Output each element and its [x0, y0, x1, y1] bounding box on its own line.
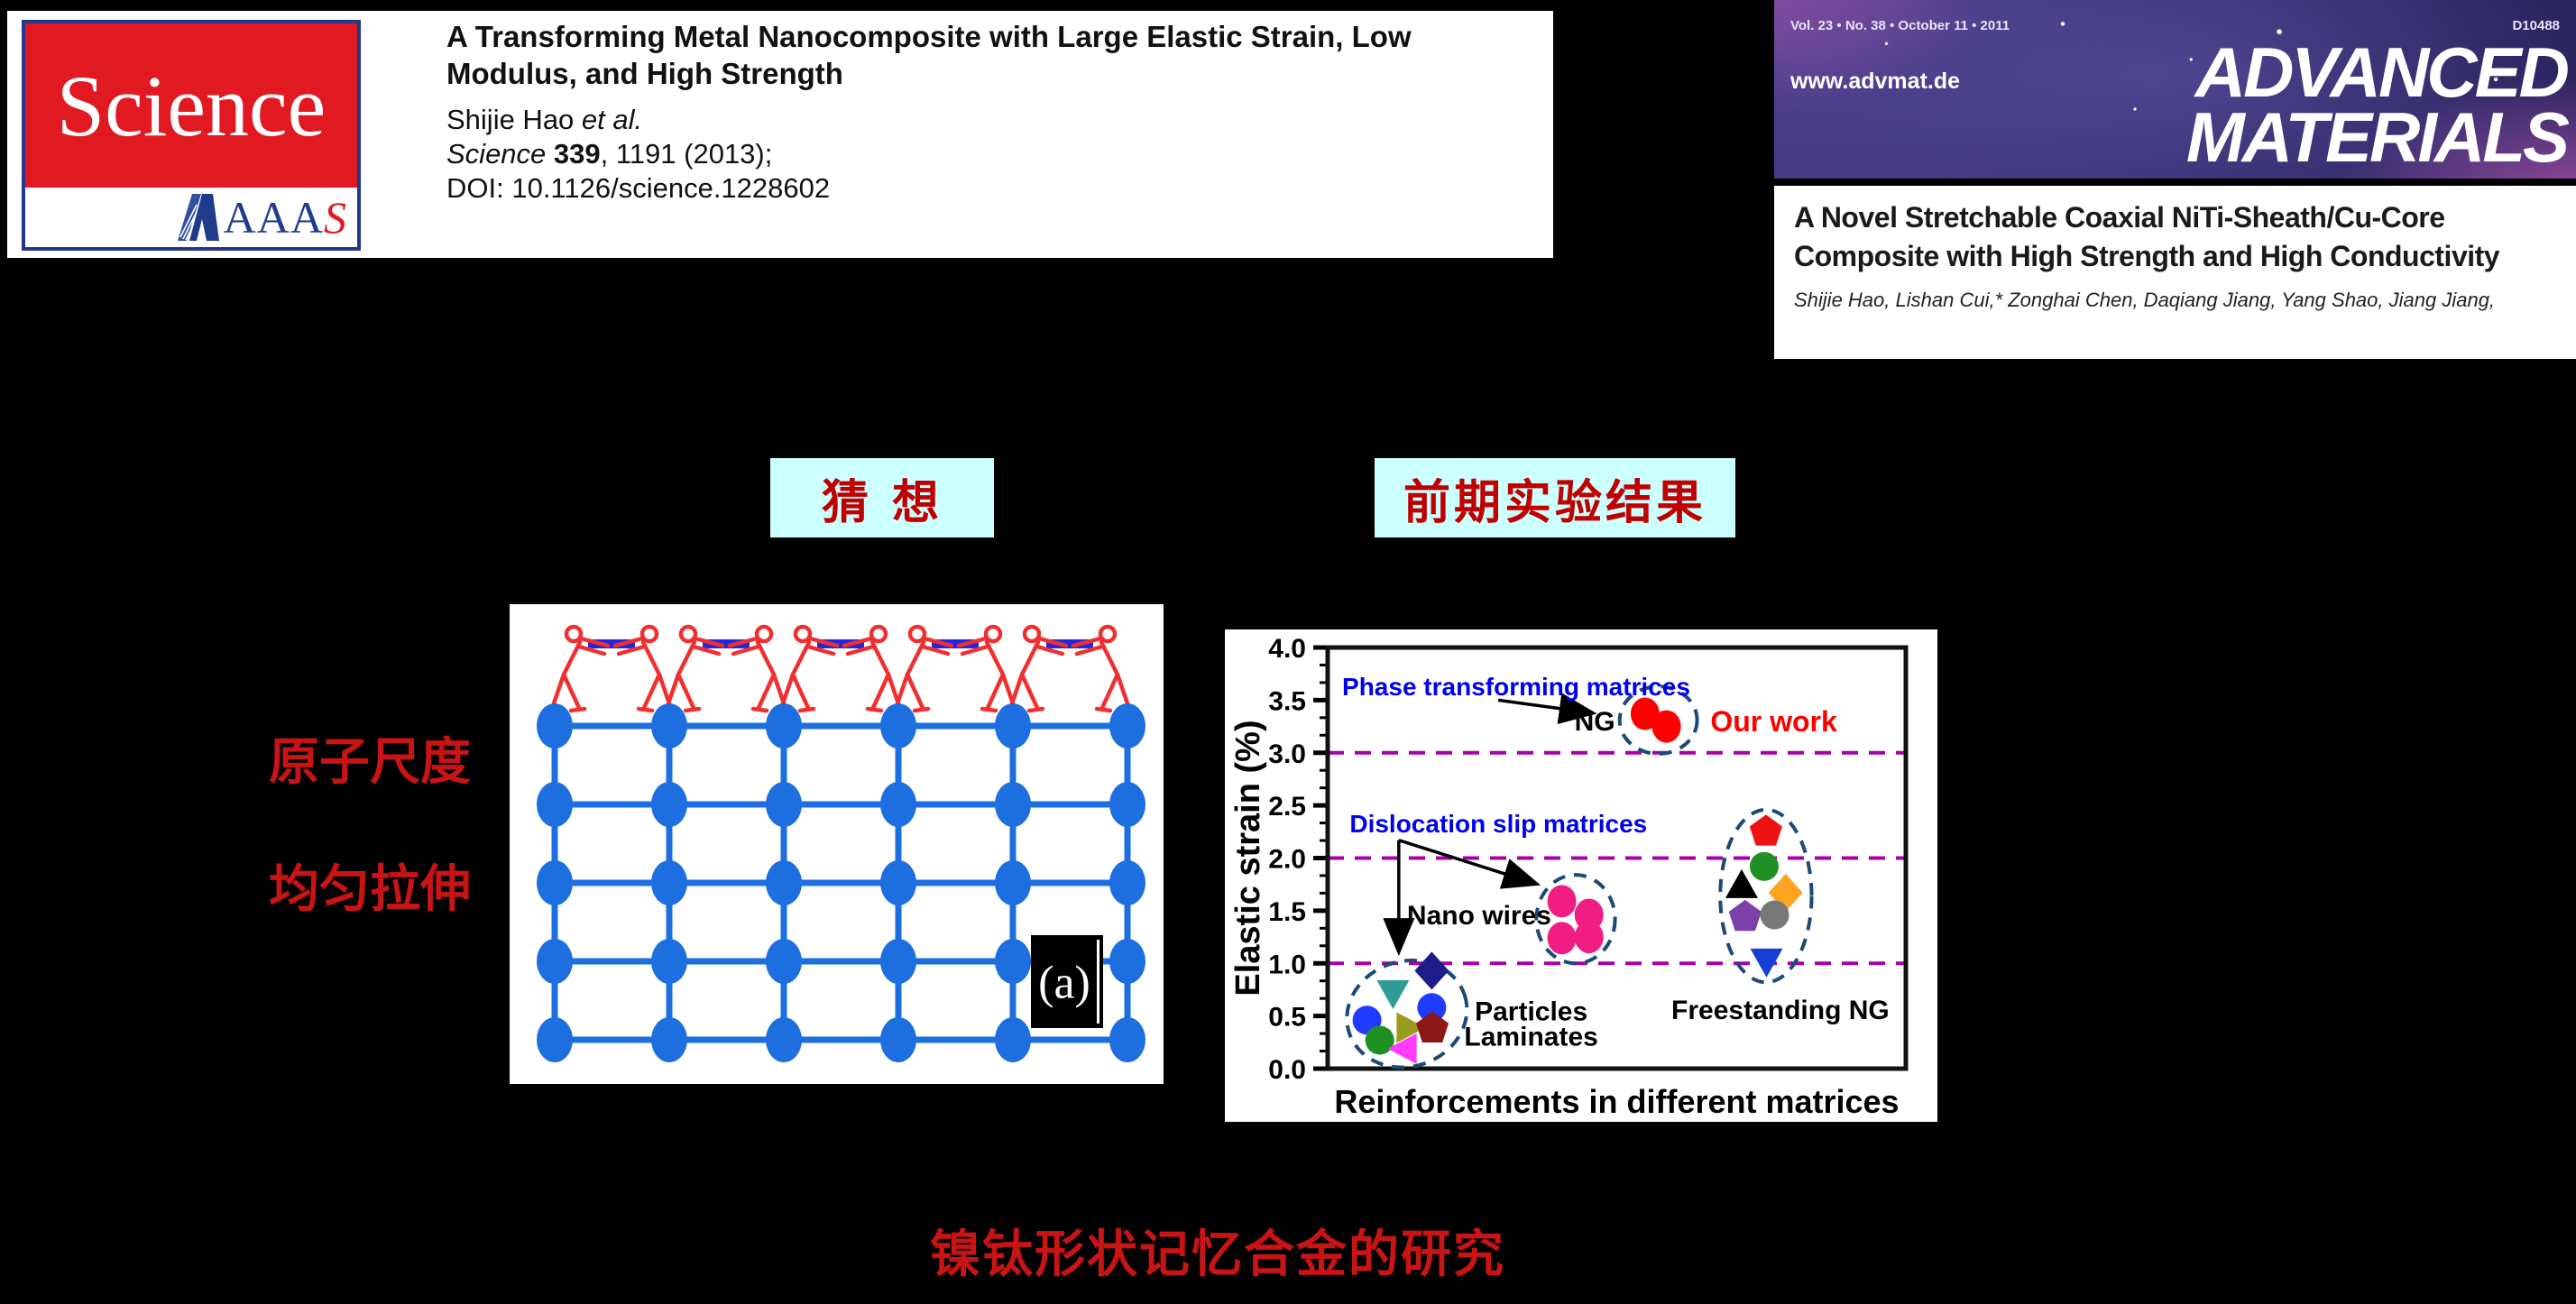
- advanced-materials-card: Vol. 23 • No. 38 • October 11 • 2011 D10…: [1774, 0, 2576, 359]
- svg-text:Freestanding NG: Freestanding NG: [1671, 996, 1890, 1025]
- paper-doi: DOI: 10.1126/science.1228602: [446, 172, 831, 204]
- advmat-code: D10488: [2512, 18, 2560, 33]
- aaas-mark-icon: [177, 194, 219, 241]
- svg-text:Our work: Our work: [1710, 705, 1837, 738]
- advmat-paper-header: A Novel Stretchable Coaxial NiTi-Sheath/…: [1774, 179, 2576, 359]
- svg-text:0.0: 0.0: [1268, 1055, 1306, 1085]
- svg-text:Particles: Particles: [1475, 996, 1587, 1026]
- svg-text:0.5: 0.5: [1268, 1003, 1306, 1033]
- svg-text:Nano wires: Nano wires: [1407, 901, 1551, 931]
- left-caption: 原子尺度 均匀拉伸: [269, 732, 471, 919]
- science-logo-red-box: Science: [25, 23, 357, 188]
- svg-text:Reinforcements in different ma: Reinforcements in different matrices: [1334, 1083, 1899, 1120]
- svg-text:1.5: 1.5: [1268, 897, 1306, 927]
- paper-title: A Transforming Metal Nanocomposite with …: [446, 20, 1412, 90]
- tag-prior-experimental-results: 前期实验结果: [1375, 458, 1735, 537]
- paper-journal-line: Science 339, 1191 (2013);: [446, 138, 773, 170]
- tag-conjecture: 猜 想: [770, 458, 994, 537]
- science-citation: A Transforming Metal Nanocomposite with …: [446, 18, 1538, 206]
- svg-text:1.0: 1.0: [1268, 950, 1306, 979]
- svg-text:4.0: 4.0: [1268, 634, 1306, 664]
- svg-text:Phase transforming matrices: Phase transforming matrices: [1342, 673, 1690, 701]
- aaas-text-red: S: [324, 192, 346, 243]
- svg-text:3.0: 3.0: [1268, 739, 1306, 769]
- advmat-paper-title: A Novel Stretchable Coaxial NiTi-Sheath/…: [1794, 201, 2500, 272]
- svg-text:Elastic strain (%): Elastic strain (%): [1229, 720, 1267, 996]
- paper-meta: Shijie Hao et al. Science 339, 1191 (201…: [446, 103, 1538, 206]
- svg-text:3.5: 3.5: [1268, 686, 1306, 716]
- svg-text:2.0: 2.0: [1268, 845, 1306, 875]
- science-citation-card: Science AAA S A Transforming Metal Nanoc…: [7, 11, 1553, 258]
- advmat-cover: Vol. 23 • No. 38 • October 11 • 2011 D10…: [1774, 0, 2576, 198]
- paper-authors: Shijie Hao et al.: [446, 104, 643, 135]
- aaas-text-blue: AAA: [223, 192, 324, 243]
- science-journal-logo: Science AAA S: [22, 20, 361, 251]
- advmat-brand: ADVANCED MATERIALS: [2185, 32, 2570, 177]
- svg-text:Laminates: Laminates: [1464, 1022, 1597, 1051]
- atomic-lattice-figure: (a): [510, 604, 1164, 1084]
- lattice-svg: (a): [537, 624, 1145, 1062]
- aaas-logo: AAA S: [25, 188, 357, 247]
- svg-text:(a): (a): [1038, 958, 1090, 1009]
- svg-text:2.5: 2.5: [1268, 792, 1306, 822]
- advmat-paper-authors: Shijie Hao, Lishan Cui,* Zonghai Chen, D…: [1794, 289, 2496, 311]
- advmat-volume-line: Vol. 23 • No. 38 • October 11 • 2011: [1790, 18, 2010, 33]
- science-logo-text: Science: [56, 57, 327, 154]
- svg-text:NG: NG: [1575, 707, 1615, 737]
- advmat-website: www.advmat.de: [1790, 69, 1961, 94]
- bottom-caption: 镍钛形状记忆合金的研究: [930, 1225, 1505, 1284]
- svg-text:Dislocation slip matrices: Dislocation slip matrices: [1349, 810, 1647, 838]
